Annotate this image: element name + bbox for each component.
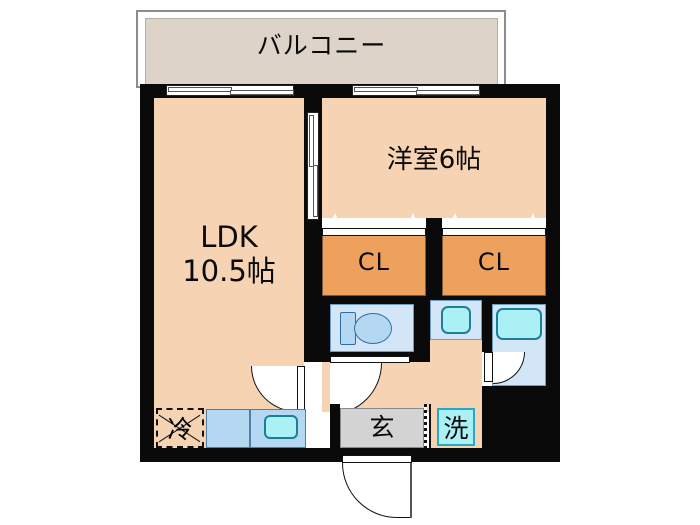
ldk-door-panel — [297, 366, 305, 412]
washer-label: 洗 — [443, 414, 469, 443]
bedroom-label: 洋室6帖 — [386, 145, 482, 175]
wall-mass-bath-right — [492, 386, 546, 400]
closet-right-sill — [442, 228, 546, 236]
wall-toilet-left — [322, 296, 330, 362]
genkan-tile — [340, 408, 424, 448]
closet-left-sill — [322, 228, 426, 236]
bedroom-window — [352, 85, 480, 96]
kitchen-counter-left — [206, 409, 250, 448]
entrance-door-swing-arc — [342, 463, 412, 518]
toilet-door-panel — [330, 356, 410, 363]
balcony-label: バルコニー — [256, 31, 387, 60]
ldk-name-label: LDK — [200, 220, 258, 254]
closet-divider-wall — [426, 218, 442, 296]
wall-toilet-right — [414, 296, 430, 362]
bathtub — [496, 308, 542, 340]
vanity-basin — [441, 306, 471, 334]
exterior-wall-left — [140, 84, 154, 462]
exterior-wall-right — [546, 84, 560, 462]
fridge-label: 冷 — [167, 415, 193, 444]
washer-badge: 洗 — [437, 408, 475, 446]
wall-washroom-right — [482, 296, 492, 352]
entrance-door-leaf — [410, 463, 412, 518]
hallway-washroom-divider — [424, 404, 427, 448]
kitchen-sink-basin — [264, 415, 298, 439]
bedroom-floor — [322, 98, 546, 218]
genkan-label: 玄 — [369, 413, 395, 442]
fridge-space-badge: 冷 — [156, 408, 204, 448]
toilet-bowl — [354, 313, 392, 344]
bathroom-door-panel — [484, 352, 493, 382]
ldk-window — [166, 85, 294, 96]
closet-right-label: CL — [477, 248, 511, 276]
ldk-size-label: 10.5帖 — [182, 254, 276, 288]
balcony-floor — [145, 18, 498, 86]
wall-genkan-left — [330, 404, 340, 448]
ldk-bedroom-sliding-door — [307, 112, 319, 220]
hallway-washroom-divider-line — [429, 404, 431, 448]
closet-left-label: CL — [357, 248, 391, 276]
entrance-door-panel — [342, 455, 412, 463]
